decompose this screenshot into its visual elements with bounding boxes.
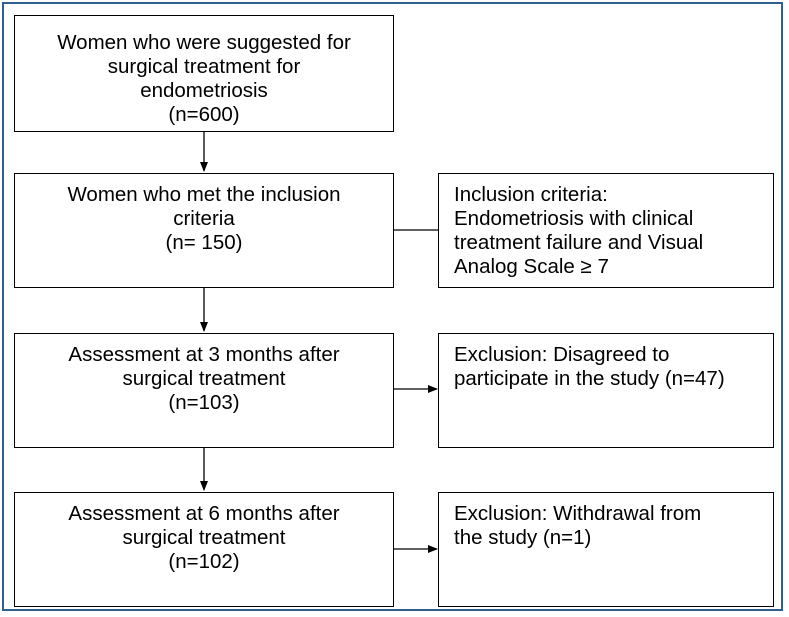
box-exclusion-2: Exclusion: Withdrawal from the study (n=…: [438, 492, 774, 607]
box-included: Women who met the inclusion criteria (n=…: [14, 173, 394, 288]
assessment-3m-line-2: surgical treatment: [122, 367, 286, 390]
referred-line-4: (n=600): [168, 103, 240, 126]
included-line-2: criteria: [173, 207, 235, 230]
included-line-3: (n= 150): [165, 231, 243, 254]
box-assessment-6m: Assessment at 6 months after surgical tr…: [14, 492, 394, 607]
exclusion-2-line-2: the study (n=1): [454, 526, 592, 549]
assessment-6m-line-3: (n=102): [168, 550, 240, 573]
exclusion-1-line-2: participate in the study (n=47): [454, 367, 725, 390]
criteria-line-1: Inclusion criteria:: [454, 183, 608, 206]
exclusion-1-line-1: Exclusion: Disagreed to: [454, 343, 670, 366]
figure-frame: [2, 2, 783, 611]
referred-line-2: surgical treatment for: [107, 55, 301, 78]
assessment-6m-line-1: Assessment at 6 months after: [68, 502, 340, 525]
assessment-3m-line-1: Assessment at 3 months after: [68, 343, 340, 366]
box-exclusion-1: Exclusion: Disagreed to participate in t…: [438, 333, 774, 448]
referred-line-1: Women who were suggested for: [57, 31, 351, 54]
criteria-line-4: Analog Scale ≥ 7: [454, 255, 609, 278]
criteria-line-2: Endometriosis with clinical: [454, 207, 694, 230]
assessment-3m-line-3: (n=103): [168, 391, 240, 414]
exclusion-2-line-1: Exclusion: Withdrawal from: [454, 502, 702, 525]
criteria-line-3: treatment failure and Visual: [454, 231, 704, 254]
box-assessment-3m: Assessment at 3 months after surgical tr…: [14, 333, 394, 448]
box-referred: Women who were suggested for surgical tr…: [14, 15, 394, 132]
included-line-1: Women who met the inclusion: [67, 183, 341, 206]
referred-line-3: endometriosis: [140, 79, 268, 102]
assessment-6m-line-2: surgical treatment: [122, 526, 286, 549]
box-inclusion-criteria: Inclusion criteria: Endometriosis with c…: [438, 173, 774, 288]
